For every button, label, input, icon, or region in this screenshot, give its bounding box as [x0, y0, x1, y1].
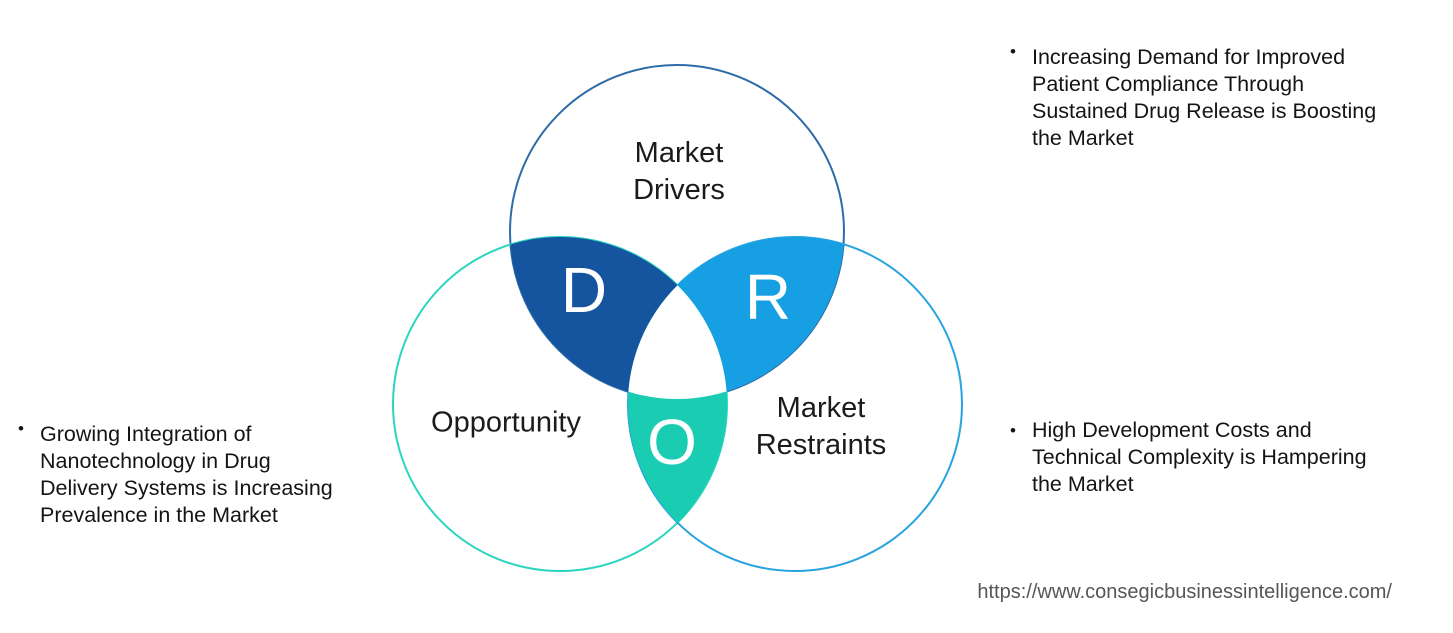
opportunity-label: Opportunity: [431, 406, 581, 439]
driver-bullet-text: Increasing Demand for Improved Patient C…: [1032, 45, 1377, 150]
drivers-letter: D: [560, 254, 608, 326]
bullet-icon: •: [1010, 42, 1016, 61]
restraints-intersection-region: [628, 237, 844, 399]
opportunity-bullet-item: • Growing Integration of Nanotechnology …: [18, 419, 388, 529]
driver-bullet-item: • Increasing Demand for Improved Patient…: [1010, 42, 1430, 152]
restraint-bullet-item: • High Development Costs and Technical C…: [1010, 417, 1430, 498]
bullet-icon: •: [1010, 421, 1016, 440]
opportunity-letter: O: [647, 406, 697, 478]
restraint-bullet-text: High Development Costs and Technical Com…: [1032, 418, 1367, 496]
market-restraints-label: Market Restraints: [755, 392, 887, 461]
opportunity-bullet-text: Growing Integration of Nanotechnology in…: [40, 422, 333, 527]
restraints-letter: R: [744, 261, 792, 333]
market-drivers-label: Market Drivers: [633, 137, 725, 206]
website-url: https://www.consegicbusinessintelligence…: [977, 581, 1392, 603]
bullet-icon: •: [18, 419, 24, 438]
drivers-intersection-region: [510, 237, 727, 399]
